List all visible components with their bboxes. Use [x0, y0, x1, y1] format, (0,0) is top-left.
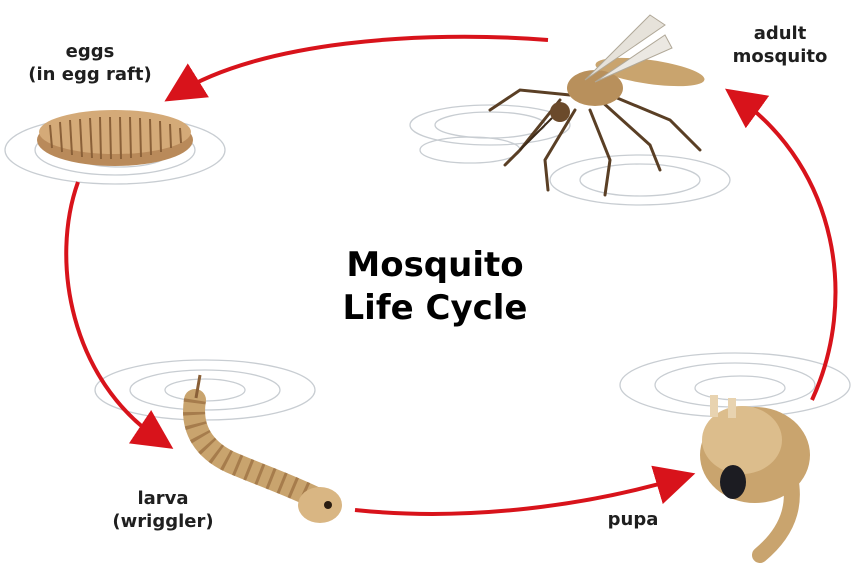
arrow-eggs-to-larva: [66, 182, 160, 440]
label-pupa: pupa: [588, 508, 678, 531]
label-adult-line2: mosquito: [715, 45, 845, 68]
label-adult-line1: adult: [715, 22, 845, 45]
egg-raft-illustration: [37, 110, 193, 166]
title-line1: Mosquito: [270, 244, 600, 287]
arrow-pupa-to-adult: [738, 98, 835, 400]
diagram-title: Mosquito Life Cycle: [270, 244, 600, 329]
title-line2: Life Cycle: [270, 287, 600, 330]
label-larva-line1: larva: [88, 487, 238, 510]
label-pupa-line1: pupa: [588, 508, 678, 531]
label-larva: larva (wriggler): [88, 487, 238, 534]
label-adult: adult mosquito: [715, 22, 845, 69]
label-larva-line2: (wriggler): [88, 510, 238, 533]
pupa-illustration: [700, 395, 810, 555]
label-eggs-line1: eggs: [10, 40, 170, 63]
label-eggs-line2: (in egg raft): [10, 63, 170, 86]
label-eggs: eggs (in egg raft): [10, 40, 170, 87]
arrow-adult-to-eggs: [178, 37, 548, 93]
